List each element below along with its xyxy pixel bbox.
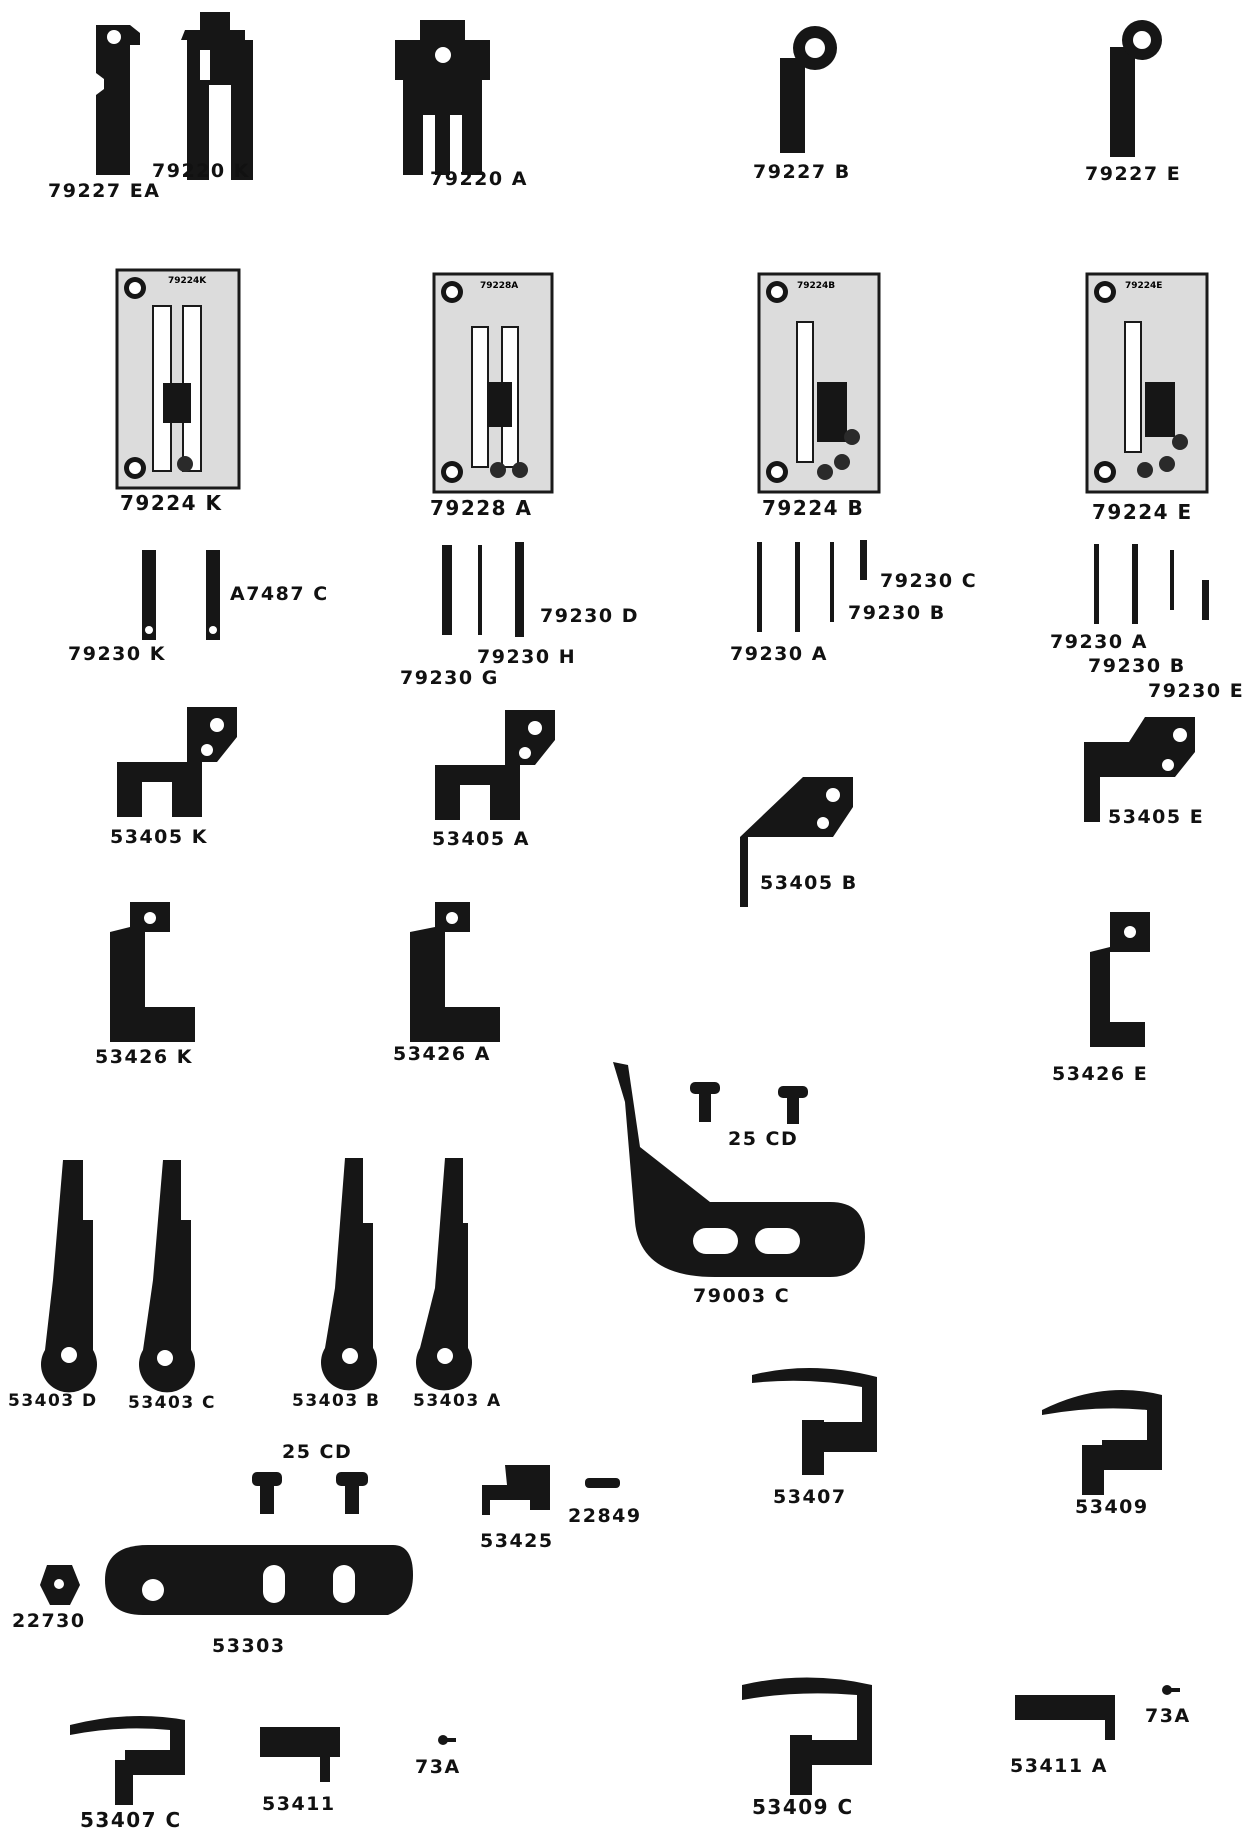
part-label: 22849 <box>568 1505 642 1527</box>
part-label: 79228 A <box>430 496 533 520</box>
nut-22730-drawing <box>40 1565 80 1605</box>
part-label: 53405 E <box>1108 806 1205 828</box>
part-label: 53409 C <box>752 1795 854 1819</box>
part-label: 53426 K <box>95 1046 193 1068</box>
needle-plate-79228-A-drawing <box>432 272 554 494</box>
part-label: 53405 K <box>110 826 208 848</box>
part-label: 73A <box>1145 1705 1191 1727</box>
screws-25-CD-2-drawing <box>252 1472 368 1514</box>
bracket-53426-E-drawing <box>1090 912 1150 1047</box>
part-label: 79230 B <box>848 602 946 624</box>
part-label: 79224 E <box>1092 500 1193 524</box>
part-79230-ABE-drawing <box>1094 544 1209 624</box>
feed-dog-53405-A-drawing <box>435 710 555 820</box>
presser-foot-79227-B-drawing <box>780 26 837 153</box>
plate-stamp: 79228A <box>480 281 519 291</box>
part-53425-drawing <box>482 1465 620 1515</box>
part-label: 79227 B <box>753 161 851 183</box>
part-label: 79230 G <box>400 667 499 689</box>
part-label: 79230 C <box>880 570 978 592</box>
part-53411-drawing <box>260 1727 340 1782</box>
part-label: 79230 A <box>730 643 828 665</box>
looper-53407-C-drawing <box>70 1716 185 1805</box>
plate-stamp: 79224K <box>168 276 207 286</box>
screws-25-CD-drawing <box>690 1082 808 1124</box>
part-label: 53426 E <box>1052 1063 1149 1085</box>
part-label: 79220 A <box>430 168 528 190</box>
part-label: 53303 <box>212 1635 286 1657</box>
looper-53407-drawing <box>752 1367 877 1475</box>
part-label: 53403 B <box>292 1391 381 1411</box>
part-label: 53409 <box>1075 1496 1149 1518</box>
part-label: 53426 A <box>393 1043 491 1065</box>
part-label: 79220 K <box>152 160 250 182</box>
needle-plate-79224-E-drawing <box>1085 272 1209 494</box>
part-79230-K-drawing <box>142 550 220 640</box>
part-label: 53407 <box>773 1486 847 1508</box>
screw-73A-drawing <box>438 1735 456 1745</box>
plate-79003-C-drawing <box>613 1062 865 1277</box>
loopers-53403-D-C-drawing <box>41 1160 195 1393</box>
presser-foot-79227-E-drawing <box>1110 20 1162 157</box>
part-label: 53403 C <box>128 1393 217 1413</box>
part-label: 53403 D <box>8 1391 98 1411</box>
part-label: 79224 B <box>762 496 865 520</box>
part-label: 79230 K <box>68 643 166 665</box>
part-label: 25 CD <box>728 1128 799 1150</box>
part-label: 53405 B <box>760 872 858 894</box>
part-label: 53403 A <box>413 1391 502 1411</box>
plate-stamp: 79224B <box>797 281 836 291</box>
part-53411-A-drawing <box>1015 1695 1115 1740</box>
bracket-53426-K-drawing <box>110 902 195 1042</box>
part-label: 79230 E <box>1148 680 1245 702</box>
plate-stamp: 79224E <box>1125 281 1163 291</box>
part-79230-ABC-drawing <box>757 540 867 632</box>
part-label: 22730 <box>12 1610 86 1632</box>
part-79230-DHG-drawing <box>442 542 524 637</box>
plate-53303-drawing <box>105 1545 413 1615</box>
part-label: 79230 D <box>540 605 639 627</box>
feed-dog-53405-E-drawing <box>1084 717 1195 822</box>
part-label: 53411 <box>262 1793 336 1815</box>
part-label: 79230 B <box>1088 655 1186 677</box>
part-label: 79230 H <box>477 646 577 668</box>
presser-foot-79227-EA-drawing <box>96 25 140 175</box>
part-label: 79227 EA <box>48 180 161 202</box>
bracket-53426-A-drawing <box>410 902 500 1042</box>
part-label: 53411 A <box>1010 1755 1108 1777</box>
part-label: 79227 E <box>1085 163 1182 185</box>
part-label: 53425 <box>480 1530 554 1552</box>
presser-foot-79220-K-drawing <box>181 12 253 180</box>
part-label: 73A <box>415 1756 461 1778</box>
needle-plate-79224-B-drawing <box>757 272 881 494</box>
part-label: A7487 C <box>230 583 329 605</box>
part-label: 53407 C <box>80 1808 182 1832</box>
part-label: 79224 K <box>120 491 223 515</box>
feed-dog-53405-B-drawing <box>740 777 853 907</box>
loopers-53403-B-A-drawing <box>321 1158 472 1391</box>
part-label: 79230 A <box>1050 631 1148 653</box>
part-label: 25 CD <box>282 1441 353 1463</box>
screw-73A-2-drawing <box>1162 1685 1180 1695</box>
looper-53409-C-drawing <box>742 1677 872 1795</box>
part-label: 79003 C <box>693 1285 791 1307</box>
part-label: 53405 A <box>432 828 530 850</box>
presser-foot-79220-A-drawing <box>395 20 490 175</box>
looper-53409-drawing <box>1042 1390 1162 1495</box>
needle-plate-79224-K-drawing <box>115 268 241 490</box>
feed-dog-53405-K-drawing <box>117 707 237 817</box>
